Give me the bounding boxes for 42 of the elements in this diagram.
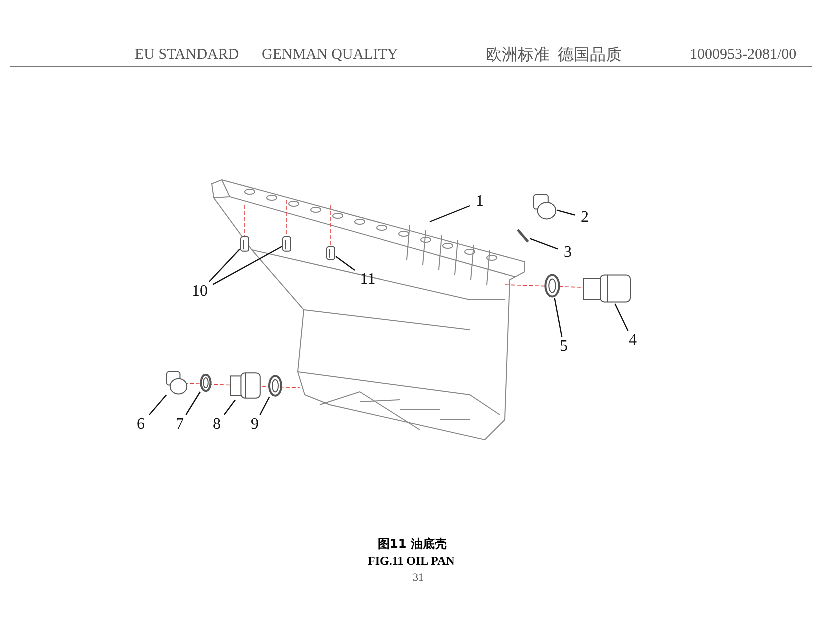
callout-number: 6 (131, 415, 151, 435)
plug-drawing (533, 194, 557, 220)
seal-ring-drawing (544, 274, 561, 298)
callout-number: 5 (554, 337, 574, 357)
callout-number: 7 (170, 415, 190, 435)
leader-line (208, 248, 240, 282)
bolt-drawing (282, 236, 292, 252)
callout-number: 4 (623, 331, 643, 351)
leader-line (430, 205, 470, 223)
page-number: 31 (413, 572, 424, 584)
plug-drawing (166, 371, 188, 395)
leader-line (212, 246, 282, 286)
slogan-text: 德国品质 (558, 45, 622, 66)
callout-number: 1 (470, 192, 490, 212)
bolt-drawing (240, 236, 250, 252)
leader-line (554, 298, 563, 338)
leader-line (186, 392, 201, 416)
bolt-drawing (326, 246, 336, 260)
slogan-text: 欧洲标准 (486, 45, 550, 66)
part-number: 1000953-2081/00 (690, 47, 797, 64)
fitting-drawing (583, 274, 633, 304)
fitting-drawing (230, 372, 262, 400)
figure-caption: FIG.11 OIL PAN (368, 554, 455, 569)
callout-number: 8 (207, 415, 227, 435)
figure-caption: 图11 油底壳 (378, 536, 447, 553)
leader-line (336, 256, 356, 271)
leader-line (224, 400, 236, 416)
slogan-text: EU STANDARD (135, 47, 240, 64)
callout-number: 2 (575, 208, 595, 228)
leader-line (556, 210, 576, 216)
seal-ring-drawing (200, 374, 212, 392)
callout-number: 10 (187, 282, 213, 302)
callout-number: 3 (558, 243, 578, 263)
leader-line (614, 304, 629, 332)
leader-line (260, 396, 270, 416)
seal-ring-drawing (268, 375, 283, 397)
leader-line (530, 238, 558, 250)
callout-number: 11 (355, 270, 381, 290)
washer-drawing (516, 228, 530, 244)
leader-line (149, 394, 168, 416)
slogan-text: GENMAN QUALITY (262, 47, 398, 64)
callout-number: 9 (245, 415, 265, 435)
